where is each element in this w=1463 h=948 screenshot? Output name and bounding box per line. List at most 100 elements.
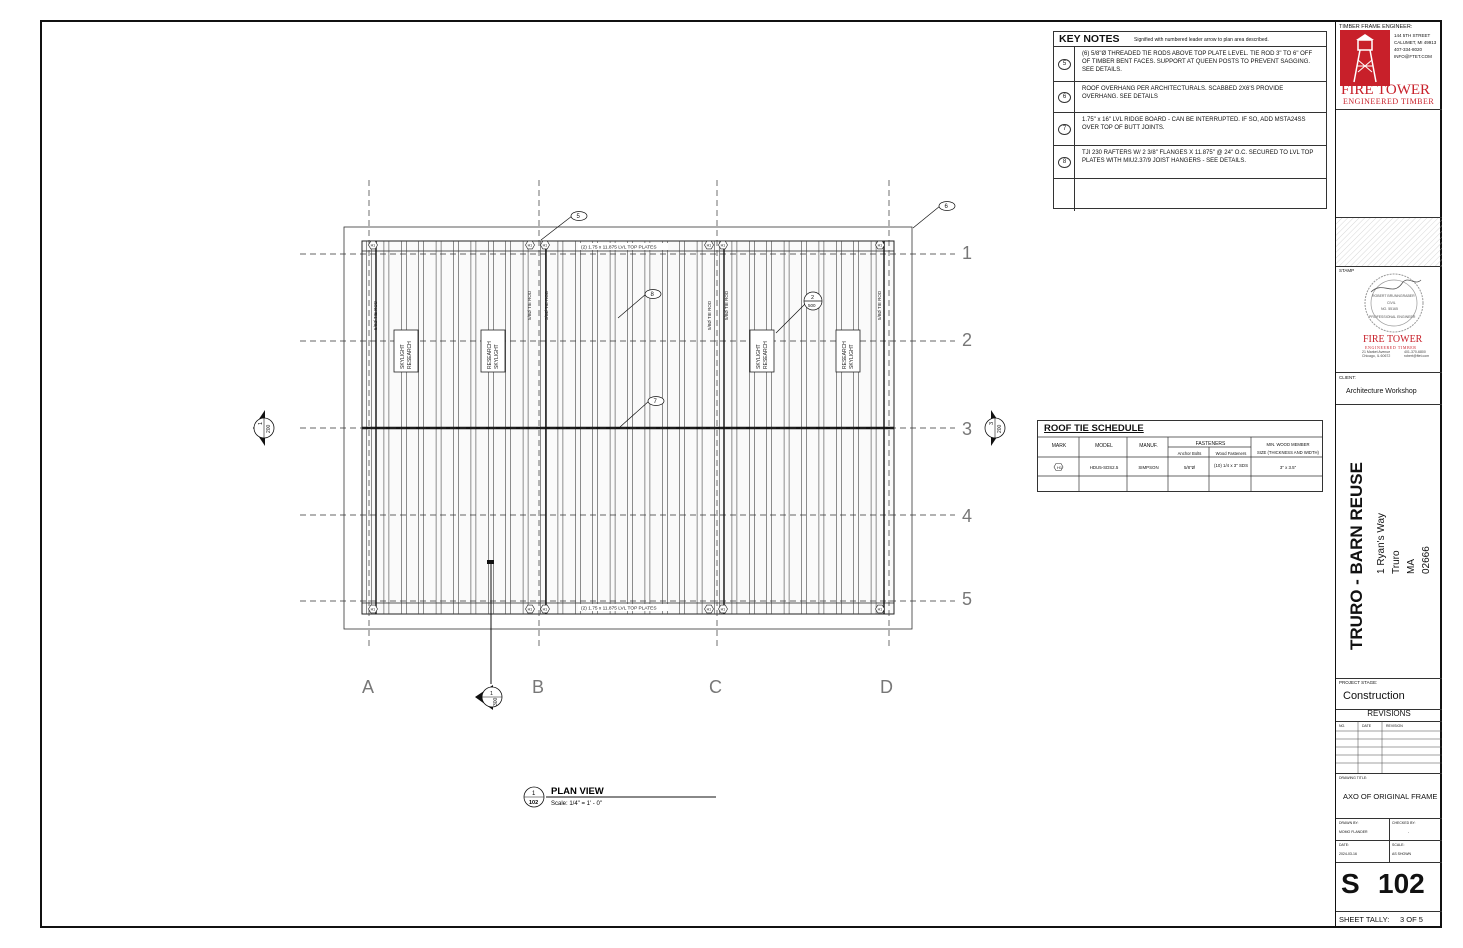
col-anchor-bolts: Anchor Bolts	[1177, 451, 1202, 456]
grid-label-2: 2	[962, 330, 972, 350]
stamp-label: STAMP	[1339, 268, 1355, 273]
sheet-tally: 3 OF 5	[1400, 915, 1423, 924]
callout-5-text: 5	[577, 214, 581, 220]
fire-tower-logo-icon	[1340, 30, 1390, 86]
tie-mark-hexagon	[704, 240, 714, 250]
seal-role: CIVIL	[1387, 301, 1396, 305]
key-note-row: 8 TJI 230 RAFTERS W/ 2 3/8" FLANGES X 11…	[1054, 146, 1326, 179]
grid-label-3: 3	[962, 419, 972, 439]
drawn-by: MOMO FLANDER	[1339, 830, 1368, 834]
key-note-text: (6) 5/8"Ø THREADED TIE RODS ABOVE TOP PL…	[1082, 51, 1313, 73]
project-stage: Construction	[1343, 690, 1405, 702]
seal-state: PROFESSIONAL ENGINEER	[1369, 315, 1416, 319]
skylight-3-sub: RESEARCH	[763, 341, 769, 369]
key-note-row: 5 (6) 5/8"Ø THREADED TIE RODS ABOVE TOP …	[1054, 47, 1326, 82]
key-notes-title: KEY NOTES	[1059, 33, 1120, 45]
row-min: 3" x 3.5"	[1279, 465, 1297, 470]
tie-mark-hexagon	[540, 604, 550, 614]
key-notes-subtitle: Signified with numbered leader arrow to …	[1134, 37, 1269, 43]
section-marker-bottom: 1 300	[475, 560, 503, 710]
key-note-num: 5	[1058, 59, 1071, 70]
leader-8	[617, 293, 647, 319]
row-mark: H1	[1056, 465, 1063, 470]
skylight-4	[835, 329, 861, 373]
tie-mark-hexagon	[525, 604, 535, 614]
key-note-text: 1.75" x 16" LVL RIDGE BOARD - CAN BE INT…	[1082, 117, 1306, 131]
plan-view-scale: Scale: 1/4" = 1' - 0"	[551, 801, 602, 807]
plan-view-label: PLAN VIEW	[551, 786, 604, 797]
callout-6	[938, 201, 956, 211]
key-note-num: 6	[1058, 92, 1071, 103]
skylight-4-label: RESEARCH	[842, 341, 848, 369]
stamp-brand: FIRE TOWER	[1363, 334, 1423, 345]
brand-name: FIRE TOWER	[1341, 82, 1431, 98]
section-right-sheet: 200	[997, 424, 1003, 433]
col-wood-fasteners: Wood Fasteners	[1215, 451, 1247, 456]
drawing-title-label: DRAWING TITLE:	[1339, 776, 1368, 780]
tie-mark-hexagon	[875, 240, 885, 250]
drawing-title: AXO OF ORIGINAL FRAME	[1343, 792, 1438, 801]
tie-mark-hexagon	[525, 240, 535, 250]
revisions-grid	[1336, 721, 1442, 773]
grid-label-5: 5	[962, 589, 972, 609]
tie-mark-label: H1	[543, 244, 548, 248]
row-model: HDU5-SDS2.5	[1089, 465, 1119, 470]
section-bottom-sheet: 300	[493, 697, 499, 706]
tie-mark-label: H1	[528, 608, 533, 612]
tie-mark-hexagon	[704, 604, 714, 614]
callout-6-text: 6	[945, 204, 949, 210]
skylight-1-sub: RESEARCH	[407, 341, 413, 369]
skylight-1-label: SKYLIGHT	[400, 344, 406, 369]
sheet-tally-label: SHEET TALLY:	[1339, 915, 1390, 924]
skylight-3-label: SKYLIGHT	[756, 344, 762, 369]
tie-mark-hexagon	[875, 604, 885, 614]
detail-callout-top: 2	[811, 295, 814, 301]
section-marker-right: 3 200	[984, 410, 1006, 446]
revisions-label: REVISIONS	[1367, 709, 1411, 718]
grid-label-4: 4	[962, 506, 972, 526]
tie-rod-label-a: 5/8Ø TIE ROD	[373, 300, 378, 330]
callout-7-text: 7	[654, 399, 658, 405]
revision-date-header: DATE	[1362, 724, 1372, 728]
grid-label-1: 1	[962, 243, 972, 263]
leader-6	[912, 205, 941, 229]
tie-mark-label: H1	[371, 608, 376, 612]
scale-label: SCALE:	[1392, 843, 1405, 847]
skylight-3	[749, 329, 775, 373]
engineer-address-1: 144 5TH STREET	[1394, 33, 1431, 38]
plan-view-sheet: 102	[529, 800, 538, 806]
tie-mark-label: H1	[707, 244, 712, 248]
plan-view-num: 1	[532, 791, 536, 797]
engineer-label: TIMBER FRAME ENGINEER:	[1339, 24, 1413, 30]
leader-detail	[775, 303, 806, 334]
leader-5	[540, 215, 573, 241]
col-model: MODEL	[1095, 443, 1113, 449]
sheet-number: 102	[1378, 868, 1425, 899]
stamp-address: 21 Market Avenue Chicago, IL 60672	[1362, 350, 1391, 358]
revision-desc-header: REVISION	[1386, 724, 1403, 728]
client-label: CLIENT:	[1339, 375, 1356, 380]
section-right-num: 3	[989, 422, 995, 425]
project-zip: 02666	[1421, 546, 1432, 574]
tie-rod-label-d: 5/8Ø TIE ROD	[877, 290, 882, 320]
engineer-address-2: CALUMET, MI 49913	[1394, 40, 1437, 45]
roof-tie-schedule-title: ROOF TIE SCHEDULE	[1044, 423, 1144, 434]
skylight-2	[480, 329, 506, 373]
callout-8-text: 8	[651, 292, 655, 298]
row-wood: (10) 1/4 x 3" SDS	[1213, 463, 1248, 468]
plan-view-title: 1 102 PLAN VIEW Scale: 1/4" = 1' - 0"	[523, 786, 716, 808]
key-note-text: ROOF OVERHANG PER ARCHITECTURALS. SCABBE…	[1082, 86, 1284, 100]
detail-callout-bottom: 500	[808, 303, 816, 308]
key-note-row: 6 ROOF OVERHANG PER ARCHITECTURALS. SCAB…	[1054, 82, 1326, 113]
stamp-tagline: ENGINEERED TIMBER	[1365, 345, 1417, 350]
key-note-text: TJI 230 RAFTERS W/ 2 3/8" FLANGES X 11.8…	[1082, 150, 1314, 164]
date-label: DATE:	[1339, 843, 1350, 847]
tie-rod-label-b2: 5/8Ø TIE ROD	[544, 290, 549, 320]
seal-number: NO. 55165	[1381, 307, 1398, 311]
tie-mark-hexagon	[368, 604, 378, 614]
key-note-row: 7 1.75" x 16" LVL RIDGE BOARD - CAN BE I…	[1054, 113, 1326, 146]
checked-by: -	[1408, 830, 1410, 834]
schedule-grid	[1037, 436, 1323, 492]
drawing-sheet	[40, 20, 1442, 928]
